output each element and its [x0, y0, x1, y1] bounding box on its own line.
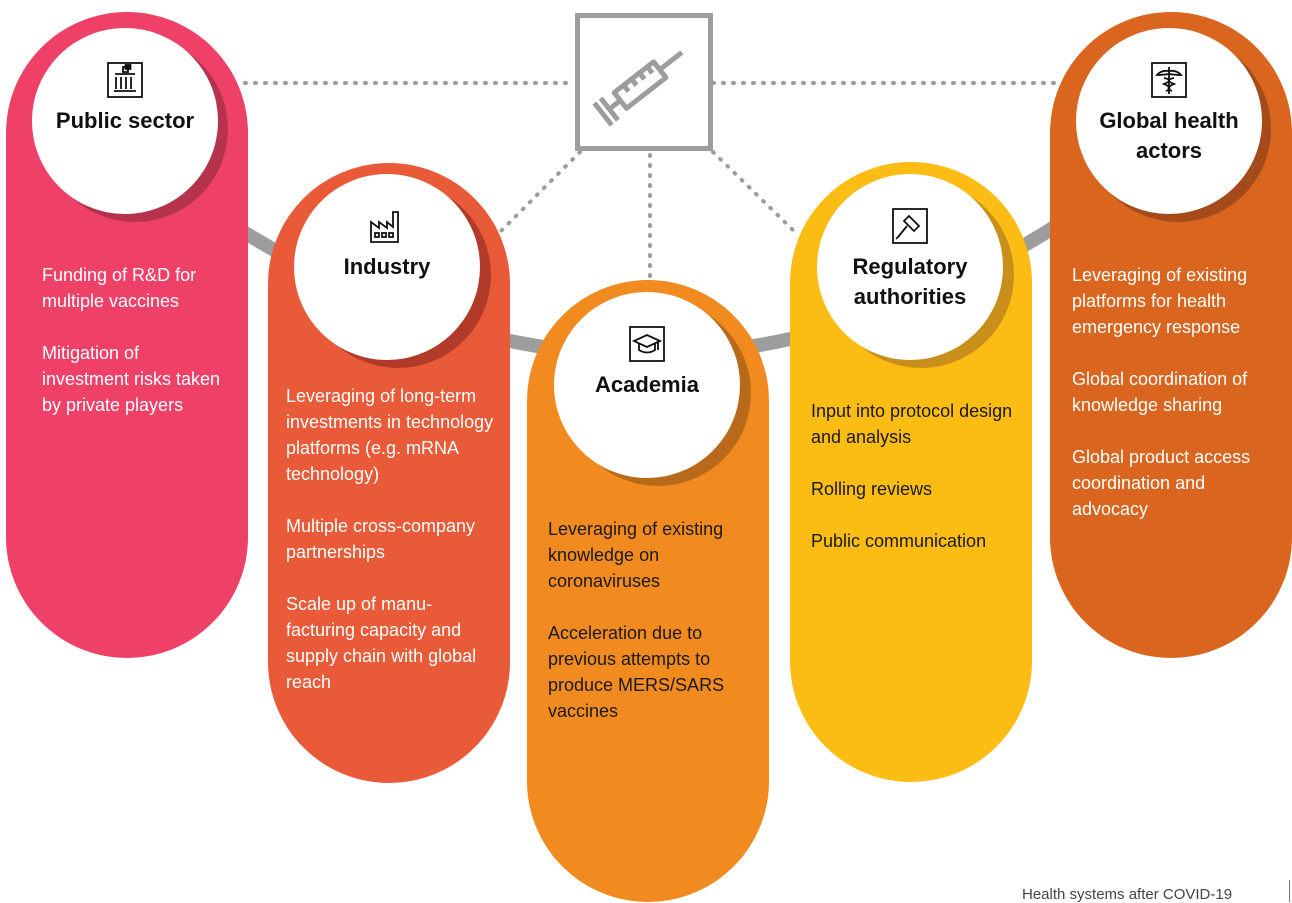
list-item: Global coordination of knowledge sharing: [1072, 369, 1248, 415]
title-academia: Academia: [595, 372, 699, 397]
circle-regulatory-authorities: Regulatory authorities: [817, 174, 1003, 360]
footer-text: Health systems after COVID-19: [1022, 886, 1233, 903]
government-building-icon: [107, 62, 143, 98]
factory-icon: [369, 208, 405, 244]
dotted-link-regulatory: [711, 150, 797, 234]
title-regulatory-authorities: Regulatory authorities: [852, 254, 968, 309]
syringe-icon: [592, 50, 684, 127]
list-item: Mitigation of investment risks taken by …: [42, 343, 221, 415]
circle-global-health-actors: Global health actors: [1076, 28, 1262, 214]
footer-divider: [1289, 880, 1290, 902]
list-item: Global product access coordination and a…: [1072, 447, 1251, 519]
list-item: Leveraging of existing platforms for hea…: [1072, 265, 1248, 337]
title-public-sector: Public sector: [55, 108, 195, 133]
list-item: Leveraging of existing knowledge on coro…: [548, 519, 724, 591]
list-regulatory-authorities: Input into protocol design and analysis …: [811, 398, 1016, 580]
dotted-link-industry: [498, 150, 582, 234]
list-item: Acceleration due to previous attempts to…: [548, 623, 725, 721]
list-academia: Leveraging of existing knowledge on coro…: [548, 516, 758, 750]
list-item: Rolling reviews: [811, 479, 933, 499]
circle-public-sector: Public sector: [32, 28, 218, 214]
gavel-icon: [892, 208, 928, 244]
graduation-cap-icon: [629, 326, 665, 362]
list-global-health-actors: Leveraging of existing platforms for hea…: [1072, 262, 1277, 548]
title-industry: Industry: [343, 254, 431, 279]
list-industry: Leveraging of long-term investments in t…: [286, 383, 501, 721]
center-syringe-box: [575, 13, 713, 151]
list-public-sector: Funding of R&D for multiple vaccines Mit…: [42, 262, 222, 444]
list-item: Input into protocol design and analysis: [811, 401, 1013, 447]
list-item: Multiple cross-company partnerships: [286, 516, 476, 562]
list-item: Scale up of manu-facturing capacity and …: [286, 594, 477, 692]
list-item: Leveraging of long-term investments in t…: [286, 386, 494, 484]
circle-academia: Academia: [554, 292, 740, 478]
list-item: Funding of R&D for multiple vaccines: [42, 265, 197, 311]
list-item: Public communication: [811, 531, 987, 551]
circle-industry: Industry: [294, 174, 480, 360]
title-global-health-actors: Global health actors: [1099, 108, 1239, 163]
caduceus-icon: [1151, 62, 1187, 98]
